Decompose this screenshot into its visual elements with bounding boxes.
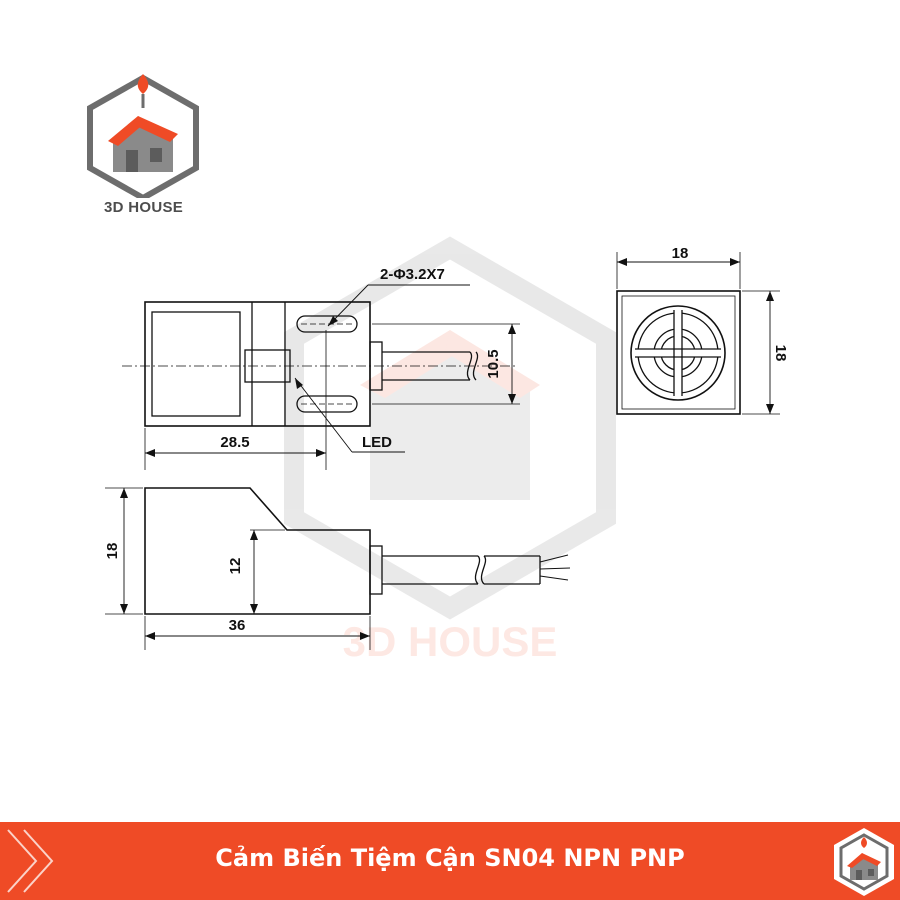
mounting-slot-top [296,315,358,333]
footer-banner: Cảm Biến Tiệm Cận SN04 NPN PNP [0,822,900,900]
top-view [122,284,520,470]
front-view-body [616,290,741,415]
side-step-label: 12 [227,558,244,575]
side-height-label: 18 [104,543,121,560]
led-label: LED [362,434,392,451]
footer-logo-icon [834,828,894,896]
sensing-face [151,311,241,417]
front-height-label: 18 [772,345,789,362]
slot-spacing-label: 10.5 [485,349,502,378]
mounting-slot-bottom [296,395,358,413]
technical-drawing: 2-Φ3.2X7 LED 28.5 10.5 18 18 18 12 36 [104,245,789,650]
product-title: Cảm Biến Tiệm Cận SN04 NPN PNP [215,844,685,872]
side-length-label: 36 [229,617,246,634]
side-cable-gland [369,545,383,595]
brand-name: 3D HOUSE [104,199,184,216]
top-length-label: 28.5 [220,434,249,451]
side-view-body [144,487,371,615]
side-view [105,487,571,650]
double-chevron-right-icon [7,829,54,893]
watermark-hexagon-icon [284,236,616,620]
watermark-text: 3D HOUSE [343,618,558,665]
house-hexagon-logo-icon [87,74,199,198]
wire-ends [539,554,571,581]
front-view [616,252,780,415]
front-width-label: 18 [672,245,689,262]
slot-spec-label: 2-Φ3.2X7 [380,266,445,283]
sensing-coil [630,305,726,401]
